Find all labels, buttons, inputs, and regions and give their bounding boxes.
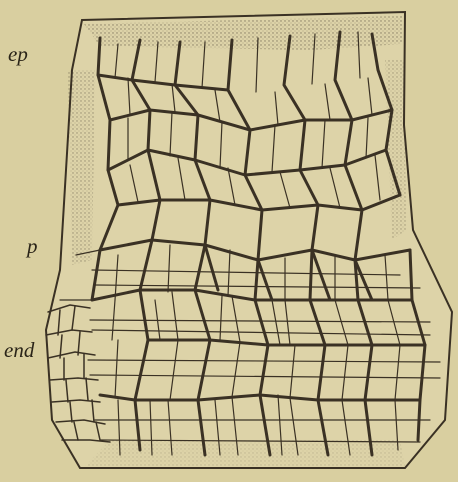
label-p: p	[27, 236, 38, 257]
label-ep: ep	[8, 44, 28, 65]
label-end: end	[4, 340, 34, 361]
left-edge-shading	[68, 70, 95, 265]
bottom-shading	[85, 440, 405, 466]
